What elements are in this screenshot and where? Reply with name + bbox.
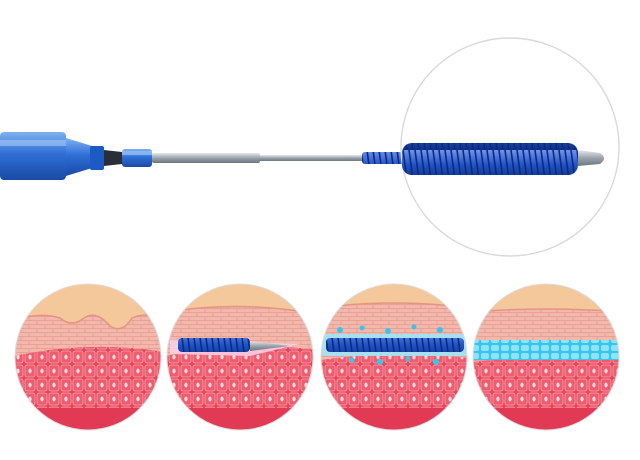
inserted-thread [178,338,250,352]
stage-2-thread-insertion [166,283,314,431]
syringe-hub [0,132,152,180]
collagen-band [473,340,619,360]
stage-1-wrinkled-skin [14,283,162,431]
needle-tip [578,150,604,166]
coiled-thread [402,143,578,175]
syringe-assembly [0,132,406,180]
stage-4-collagen-formation [472,283,620,431]
thread-lead [362,152,406,164]
stage-3-thread-in-tissue [320,283,468,431]
magnified-needle-tip [400,37,620,257]
embedded-thread [326,338,464,352]
needle-shaft [152,153,368,163]
